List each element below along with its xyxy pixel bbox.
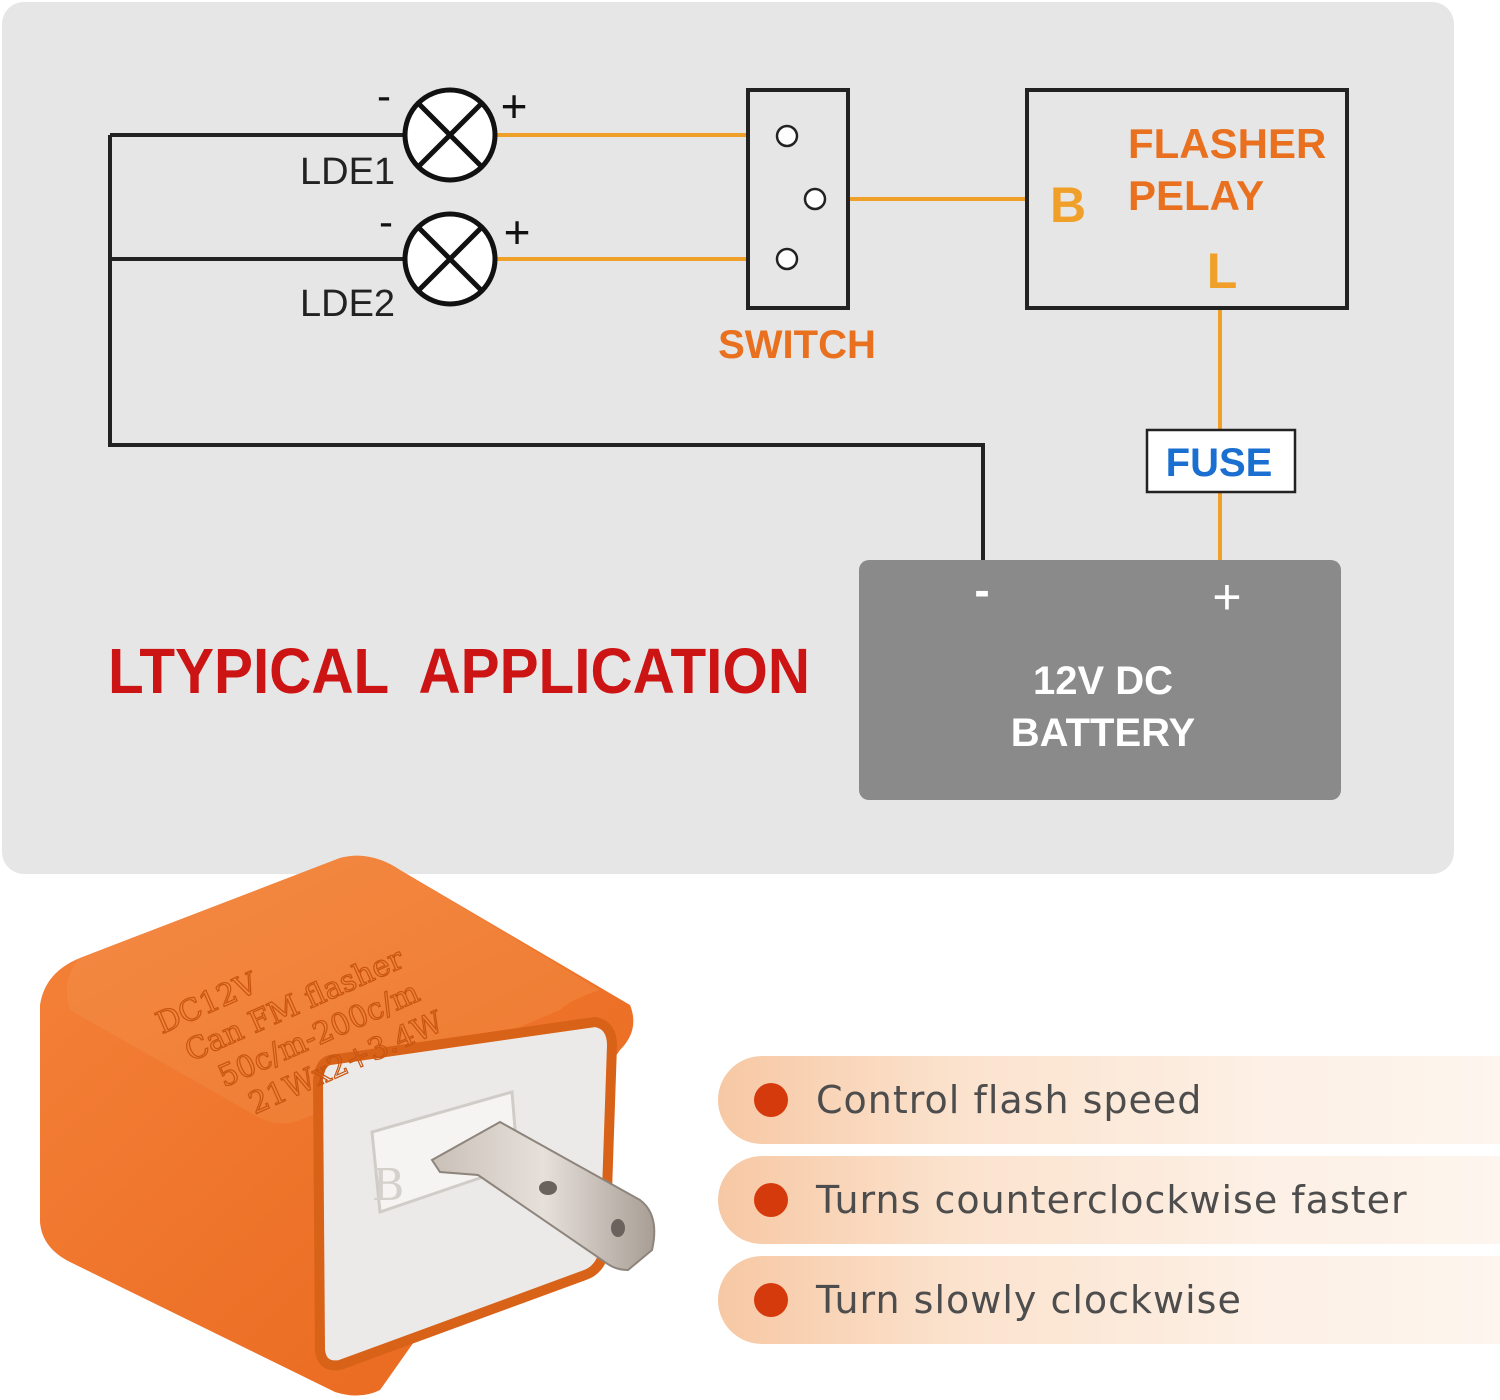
- relay-top-face: [66, 855, 600, 1124]
- battery-plus: +: [1212, 569, 1241, 625]
- fuse-box: [1145, 428, 1297, 494]
- bullet-dot-icon: [754, 1083, 788, 1117]
- feature-text: Turn slowly clockwise: [816, 1278, 1242, 1322]
- relay-pin-label: B: [372, 1160, 404, 1211]
- lamp2-plus: +: [504, 206, 531, 258]
- flasher-relay-photo: B DC12V Can FM flasher 50c/m-200c/m 21Wx…: [40, 855, 656, 1396]
- fuse-label: FUSE: [1166, 441, 1273, 485]
- relay-terminal-b: B: [1050, 177, 1086, 233]
- fuse: FUSE: [1145, 428, 1297, 494]
- battery-label-line1: 12V DC: [1033, 659, 1173, 703]
- feature-item: Control flash speed: [718, 1056, 1500, 1144]
- lamp2-cross: [417, 226, 483, 292]
- relay-title-line2: PELAY: [1128, 172, 1264, 219]
- switch-label: SWITCH: [718, 323, 876, 367]
- lamp1: - + LDE1: [300, 72, 527, 193]
- battery-label-line2: BATTERY: [1011, 711, 1196, 755]
- relay-base: [312, 1016, 618, 1371]
- lamp1-label: LDE1: [300, 151, 395, 193]
- bullet-dot-icon: [754, 1183, 788, 1217]
- lamp2: - + LDE2: [300, 198, 530, 325]
- feature-item: Turns counterclockwise faster: [718, 1156, 1500, 1244]
- feature-item: Turn slowly clockwise: [718, 1256, 1500, 1344]
- return-wire: [108, 135, 985, 560]
- switch-contact-top: [775, 124, 799, 148]
- feature-text: Control flash speed: [816, 1078, 1203, 1122]
- lamp1-minus: -: [377, 72, 391, 119]
- switch-box: [746, 88, 850, 310]
- battery-body: [859, 560, 1341, 800]
- relay-blade-hole-2: [611, 1219, 625, 1237]
- switch-contact-bottom: [775, 247, 799, 271]
- relay-blade-terminal: [430, 1120, 656, 1272]
- bullet-dot-icon: [754, 1283, 788, 1317]
- relay-terminal-l: L: [1207, 243, 1238, 299]
- battery: - + 12V DC BATTERY: [859, 560, 1341, 800]
- lamp1-cross: [417, 102, 483, 168]
- lamp2-minus: -: [379, 198, 393, 245]
- lamp2-label: LDE2: [300, 283, 395, 325]
- switch: SWITCH: [718, 88, 876, 367]
- relay-box: [1025, 88, 1349, 310]
- negative-wires: [108, 133, 985, 560]
- feature-text: Turns counterclockwise faster: [816, 1178, 1408, 1222]
- lamp1-plus: +: [501, 80, 528, 132]
- relay-blade-hole: [539, 1181, 557, 1195]
- diagram-heading: LTYPICAL APPLICATION: [108, 635, 810, 707]
- flasher-relay: FLASHER PELAY B L: [1025, 88, 1349, 310]
- battery-minus: -: [974, 564, 989, 616]
- relay-title-line1: FLASHER: [1128, 120, 1326, 167]
- wiring-diagram: - + LDE1 - + LDE2 SWITCH FLASHER PELAY B…: [108, 72, 1349, 800]
- switch-contact-common: [803, 187, 827, 211]
